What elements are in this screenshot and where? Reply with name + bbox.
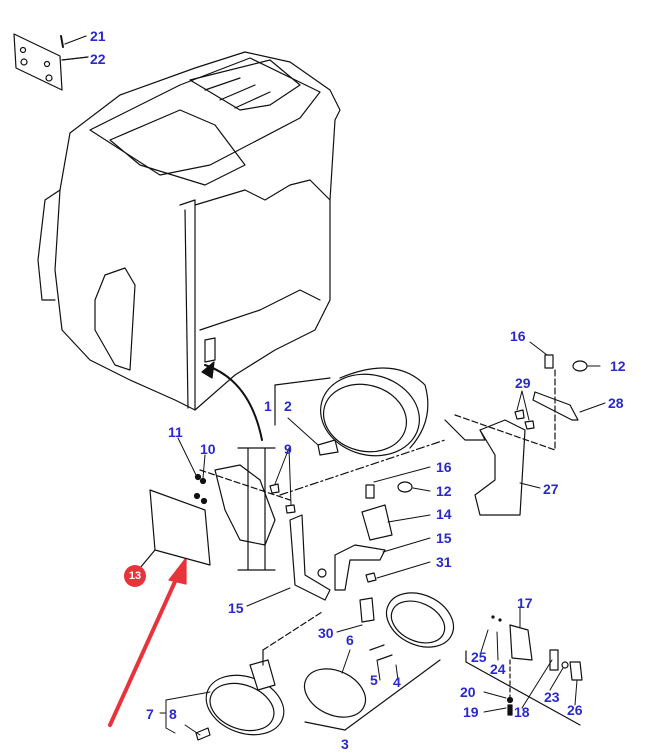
- part-label-5[interactable]: 5: [370, 672, 378, 688]
- part-label-7[interactable]: 7: [146, 706, 154, 722]
- part-label-19[interactable]: 19: [463, 704, 479, 720]
- part-label-21[interactable]: 21: [90, 28, 106, 44]
- part-28-bracket: [514, 354, 588, 451]
- part-label-27[interactable]: 27: [543, 481, 559, 497]
- part-label-14[interactable]: 14: [436, 506, 452, 522]
- part-label-30[interactable]: 30: [318, 625, 334, 641]
- part-6-lens: [303, 668, 367, 718]
- part-label-28[interactable]: 28: [608, 395, 624, 411]
- part-label-9[interactable]: 9: [284, 441, 292, 457]
- leader-lines: [61, 56, 606, 736]
- part-label-12[interactable]: 12: [610, 358, 626, 374]
- part-label-31[interactable]: 31: [436, 554, 452, 570]
- part-label-11[interactable]: 11: [168, 424, 183, 440]
- part-1-headlight: [274, 367, 446, 496]
- tractor-cab: [37, 51, 341, 441]
- part-7-worklight: [195, 611, 323, 741]
- part-label-16-lower[interactable]: 16: [436, 459, 452, 475]
- part-label-6[interactable]: 6: [346, 632, 354, 648]
- part-label-15[interactable]: 15: [436, 530, 452, 546]
- part-label-29[interactable]: 29: [515, 375, 531, 391]
- part-label-24[interactable]: 24: [490, 661, 506, 677]
- part-badge-13[interactable]: 13: [124, 565, 146, 587]
- part-13-cover: [139, 489, 211, 569]
- part-3-lamp: [304, 592, 455, 731]
- part-label-10[interactable]: 10: [200, 441, 216, 457]
- part-label-15-lower[interactable]: 15: [228, 600, 244, 616]
- part-label-12-lower[interactable]: 12: [436, 483, 452, 499]
- part-label-22[interactable]: 22: [90, 51, 106, 67]
- part-label-20[interactable]: 20: [460, 684, 476, 700]
- part-label-3[interactable]: 3: [341, 736, 349, 752]
- part-label-23[interactable]: 23: [544, 689, 560, 705]
- part-label-26[interactable]: 26: [567, 702, 583, 718]
- small-parts-center: [193, 473, 413, 601]
- part-label-4[interactable]: 4: [393, 674, 401, 690]
- part-plate-22: [13, 33, 89, 91]
- part-label-8[interactable]: 8: [169, 706, 177, 722]
- part-label-16[interactable]: 16: [510, 328, 526, 344]
- part-label-1[interactable]: 1: [264, 398, 272, 414]
- part-label-17[interactable]: 17: [517, 595, 533, 611]
- part-label-18[interactable]: 18: [514, 704, 530, 720]
- highlight-arrow: [108, 557, 187, 727]
- part-label-25[interactable]: 25: [471, 649, 487, 665]
- part-27-bracket: [444, 414, 556, 516]
- part-bracket-assembly: [199, 447, 291, 571]
- part-label-2[interactable]: 2: [284, 398, 292, 414]
- part-17-bracket-set: [465, 615, 583, 726]
